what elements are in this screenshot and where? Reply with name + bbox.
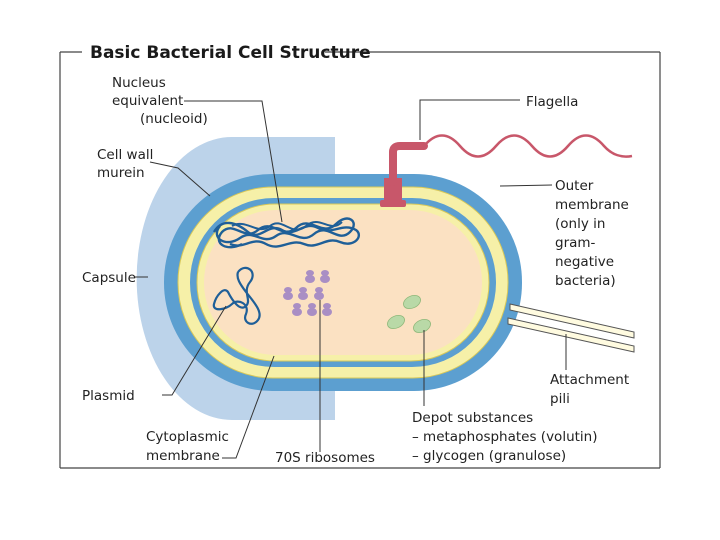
attachment-pili <box>507 303 635 353</box>
nucleoid-dna <box>212 217 361 249</box>
granule <box>403 294 421 310</box>
ribosome <box>298 287 308 300</box>
label-line: murein <box>97 165 145 181</box>
ribosome <box>320 270 330 283</box>
pilus-2 <box>507 317 635 353</box>
leader-membrane <box>222 355 275 459</box>
flagellum-basal-body <box>380 200 406 207</box>
plasmid <box>212 266 261 325</box>
label-attachment-pili: Attachment pili <box>550 372 629 407</box>
dna-strand-2 <box>212 221 361 248</box>
ribosome <box>322 303 332 316</box>
label-line: bacteria) <box>555 273 616 289</box>
ribosome <box>305 270 315 283</box>
label-line: pili <box>550 391 570 407</box>
ribosome <box>292 303 302 316</box>
label-line: equivalent <box>112 93 183 109</box>
leader-plasmid <box>162 305 227 396</box>
leader-nucleus <box>184 100 283 223</box>
label-line: (nucleoid) <box>140 111 208 127</box>
label-flagella: Flagella <box>526 94 578 110</box>
dna-strand-3 <box>231 221 343 231</box>
leader-outer-membrane <box>499 184 553 187</box>
label-depot-substances: Depot substances – metaphosphates (volut… <box>412 410 598 464</box>
label-plasmid: Plasmid <box>82 388 135 404</box>
granule <box>387 314 405 330</box>
label-capsule: Capsule <box>82 270 136 286</box>
label-70s-ribosomes: 70S ribosomes <box>275 450 375 466</box>
label-line: membrane <box>555 197 629 213</box>
flagellum <box>380 134 633 207</box>
label-line: negative <box>555 254 614 270</box>
label-line: Depot substances <box>412 410 533 426</box>
label-line: membrane <box>146 448 220 464</box>
ribosome <box>314 287 324 300</box>
flagellum-filament <box>423 134 633 158</box>
cytoplasm <box>204 210 482 355</box>
label-line: Outer <box>555 178 594 194</box>
label-line: Cytoplasmic <box>146 429 229 445</box>
flagellum-shaft <box>389 142 428 186</box>
depot-granules <box>387 294 431 334</box>
diagram-title: Basic Bacterial Cell Structure <box>90 43 371 63</box>
label-line: Nucleus <box>112 75 166 91</box>
label-line: Capsule <box>82 270 136 286</box>
pilus-1 <box>509 303 635 339</box>
label-outer-membrane: Outer membrane (only in gram- negative b… <box>555 178 629 289</box>
label-line: Flagella <box>526 94 578 110</box>
leader-lines <box>134 99 567 459</box>
label-line: – metaphosphates (volutin) <box>412 429 598 445</box>
leader-cell-wall <box>149 161 211 197</box>
flagellum-hook <box>384 178 402 206</box>
leader-flagella <box>419 99 520 140</box>
label-line: Cell wall <box>97 147 153 163</box>
dna-strand-1 <box>215 217 355 249</box>
ribosome <box>283 287 293 300</box>
label-line: gram- <box>555 235 596 251</box>
figure-frame <box>59 51 661 469</box>
ribosomes <box>283 270 332 316</box>
label-cell-wall: Cell wall murein <box>97 147 153 181</box>
label-line: – glycogen (granulose) <box>412 448 566 464</box>
label-nucleus-equivalent: Nucleus equivalent (nucleoid) <box>112 75 208 127</box>
label-line: 70S ribosomes <box>275 450 375 466</box>
label-cytoplasmic-membrane: Cytoplasmic membrane <box>146 429 229 464</box>
label-line: Attachment <box>550 372 629 388</box>
granule <box>413 318 431 334</box>
ribosome <box>307 303 317 316</box>
label-line: (only in <box>555 216 605 232</box>
label-line: Plasmid <box>82 388 135 404</box>
